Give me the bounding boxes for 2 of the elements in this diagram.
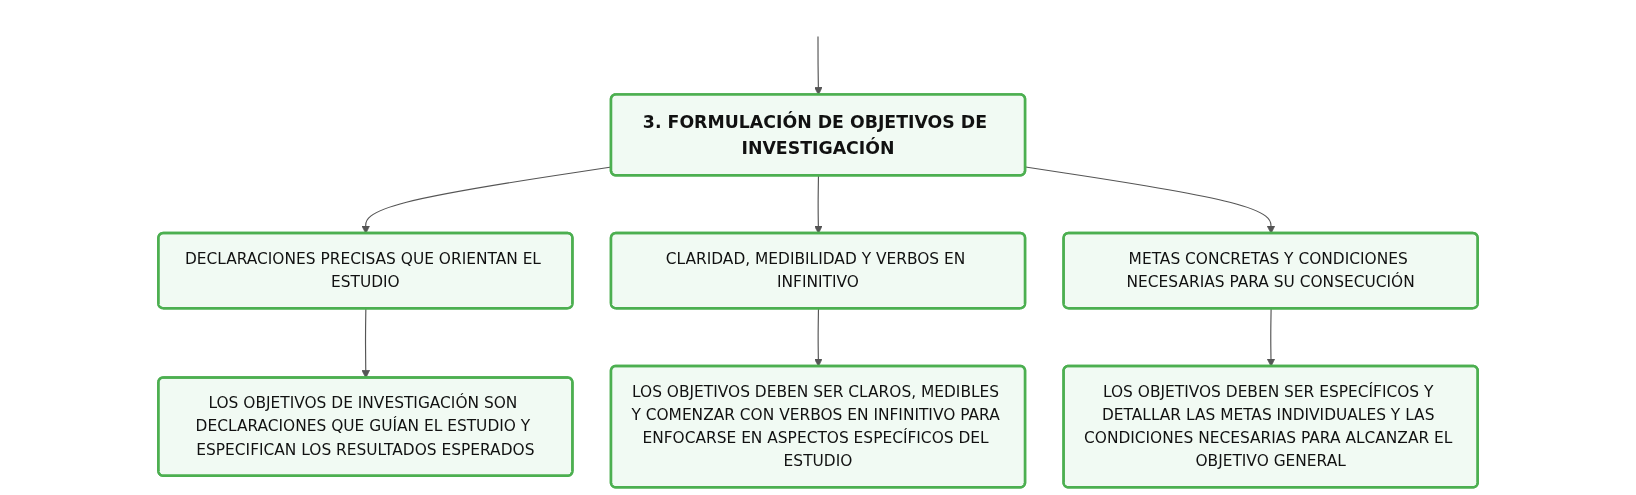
arrow xyxy=(814,175,823,234)
arrow xyxy=(361,166,612,234)
